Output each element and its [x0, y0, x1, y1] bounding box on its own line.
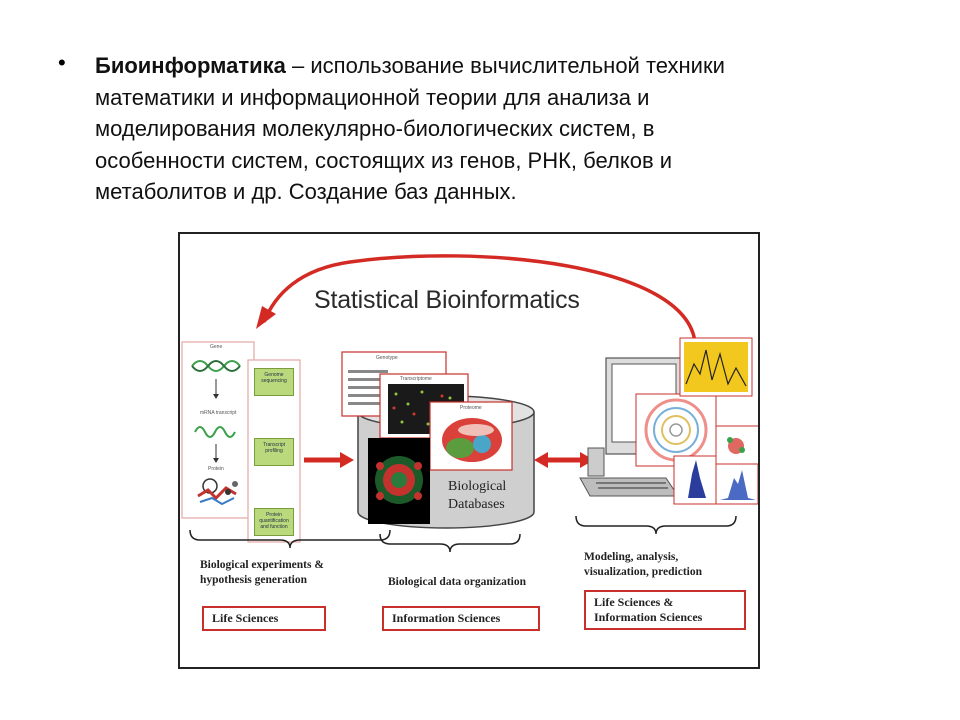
box-life-sciences: Life Sciences: [202, 606, 326, 631]
definition-line-5: метаболитов и др. Создание баз данных.: [95, 179, 517, 204]
database-label-line-1: Biological: [448, 479, 507, 494]
box-right-line-1: Life Sciences &: [594, 595, 674, 609]
figure-title: Statistical Bioinformatics: [314, 286, 580, 314]
definition-paragraph: Биоинформатика – использование вычислите…: [95, 50, 885, 208]
box-right-line-2: Information Sciences: [594, 610, 703, 624]
bioinformatics-figure: Statistical Bioinformatics Gene mRNA tra…: [178, 232, 760, 669]
histogram-shape: [678, 460, 712, 498]
right-caption: Modeling, analysis, visualization, predi…: [584, 550, 702, 580]
definition-line-1: – использование вычислительной техники: [285, 53, 725, 78]
bullet-symbol: •: [58, 50, 66, 75]
brace-right: [575, 515, 737, 535]
proteome-label: Proteome: [460, 405, 482, 411]
feedback-arrow-head: [256, 306, 276, 329]
protein-structure: [197, 478, 238, 506]
mrna-wave: [194, 426, 236, 438]
box-information-sciences: Information Sciences: [382, 606, 540, 631]
database-label: Biological Databases: [448, 478, 506, 514]
box-life-and-information-sciences: Life Sciences & Information Sciences: [584, 590, 746, 630]
density-shape: [720, 470, 756, 500]
left-caption: Biological experiments & hypothesis gene…: [200, 558, 324, 588]
brace-middle: [379, 533, 521, 553]
definition-line-2: математики и информационной теории для а…: [95, 84, 650, 110]
right-caption-line-2: visualization, prediction: [584, 566, 702, 578]
database-label-line-2: Databases: [448, 497, 505, 512]
proteome-structure: [442, 418, 502, 462]
left-caption-line-2: hypothesis generation: [200, 574, 308, 586]
definition-term: Биоинформатика: [95, 53, 286, 78]
dna-helix-1: [191, 360, 241, 372]
step-protein-quantification: Protein quantification and function: [254, 508, 294, 536]
step-transcript-profiling: Transcript profiling: [254, 438, 294, 466]
curve-chart-line: [685, 349, 747, 387]
definition-line-4: особенности систем, состоящих из генов, …: [95, 147, 673, 173]
step-genome-sequencing: Genome sequencing: [254, 368, 294, 396]
right-caption-line-1: Modeling, analysis,: [584, 551, 679, 563]
figure-graphics: [181, 254, 758, 553]
feedback-arrow-curve: [262, 254, 697, 343]
virus-particle: [375, 456, 423, 504]
protein-label: Protein: [208, 466, 224, 472]
left-caption-line-1: Biological experiments &: [200, 559, 324, 571]
circular-plot-card: [635, 393, 717, 467]
mrna-label: mRNA transcript: [200, 410, 237, 416]
genotype-sequence-lines: [348, 370, 390, 405]
definition-line-3: моделирования молекулярно-биологических …: [95, 116, 655, 141]
transcriptome-label: Transcriptome: [400, 376, 432, 382]
scatter-points: [727, 437, 745, 454]
gene-label: Gene: [210, 344, 223, 350]
genotype-label: Genotype: [376, 355, 398, 361]
dna-helix-2: [191, 360, 241, 372]
middle-caption: Biological data organization: [388, 576, 526, 588]
brace-left: [189, 529, 391, 549]
